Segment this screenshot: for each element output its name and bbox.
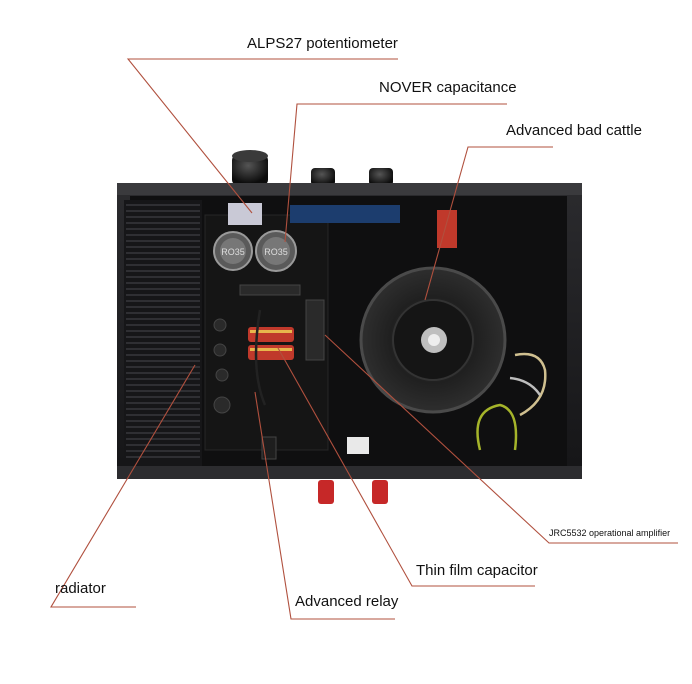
nover-capacitors: RO35 RO35 bbox=[213, 230, 297, 272]
speaker-terminals bbox=[318, 480, 388, 504]
fuse-holder bbox=[437, 210, 457, 248]
terminal-block bbox=[347, 437, 369, 454]
knob-small-1 bbox=[311, 168, 335, 186]
volume-knob bbox=[232, 155, 268, 185]
leader-cattle bbox=[424, 146, 553, 301]
callout-thinfilm: Thin film capacitor bbox=[416, 562, 538, 579]
leader-thinfilm bbox=[277, 347, 535, 587]
capacitor-left-mark: RO35 bbox=[221, 247, 245, 257]
leader-alps bbox=[126, 58, 398, 214]
front-pcb bbox=[290, 205, 400, 223]
callout-nover: NOVER capacitance bbox=[379, 79, 517, 96]
callout-alps: ALPS27 potentiometer bbox=[247, 35, 398, 52]
potentiometer-body bbox=[228, 203, 262, 225]
leader-radiator bbox=[50, 364, 196, 608]
toroidal-transformer bbox=[359, 266, 507, 414]
leader-relay bbox=[254, 391, 395, 620]
capacitor-right-mark: RO35 bbox=[264, 247, 288, 257]
leader-lines bbox=[50, 58, 678, 620]
radiator-fins bbox=[124, 200, 202, 466]
callout-relay: Advanced relay bbox=[295, 593, 399, 610]
callout-cattle: Advanced bad cattle bbox=[506, 122, 642, 139]
relay-block bbox=[261, 436, 277, 460]
callout-radiator: radiator bbox=[55, 580, 106, 597]
callout-jrc: JRC5532 operational amplifier bbox=[549, 528, 671, 538]
knob-small-2 bbox=[369, 168, 393, 186]
leader-jrc bbox=[324, 334, 678, 544]
leader-nover bbox=[284, 103, 507, 243]
